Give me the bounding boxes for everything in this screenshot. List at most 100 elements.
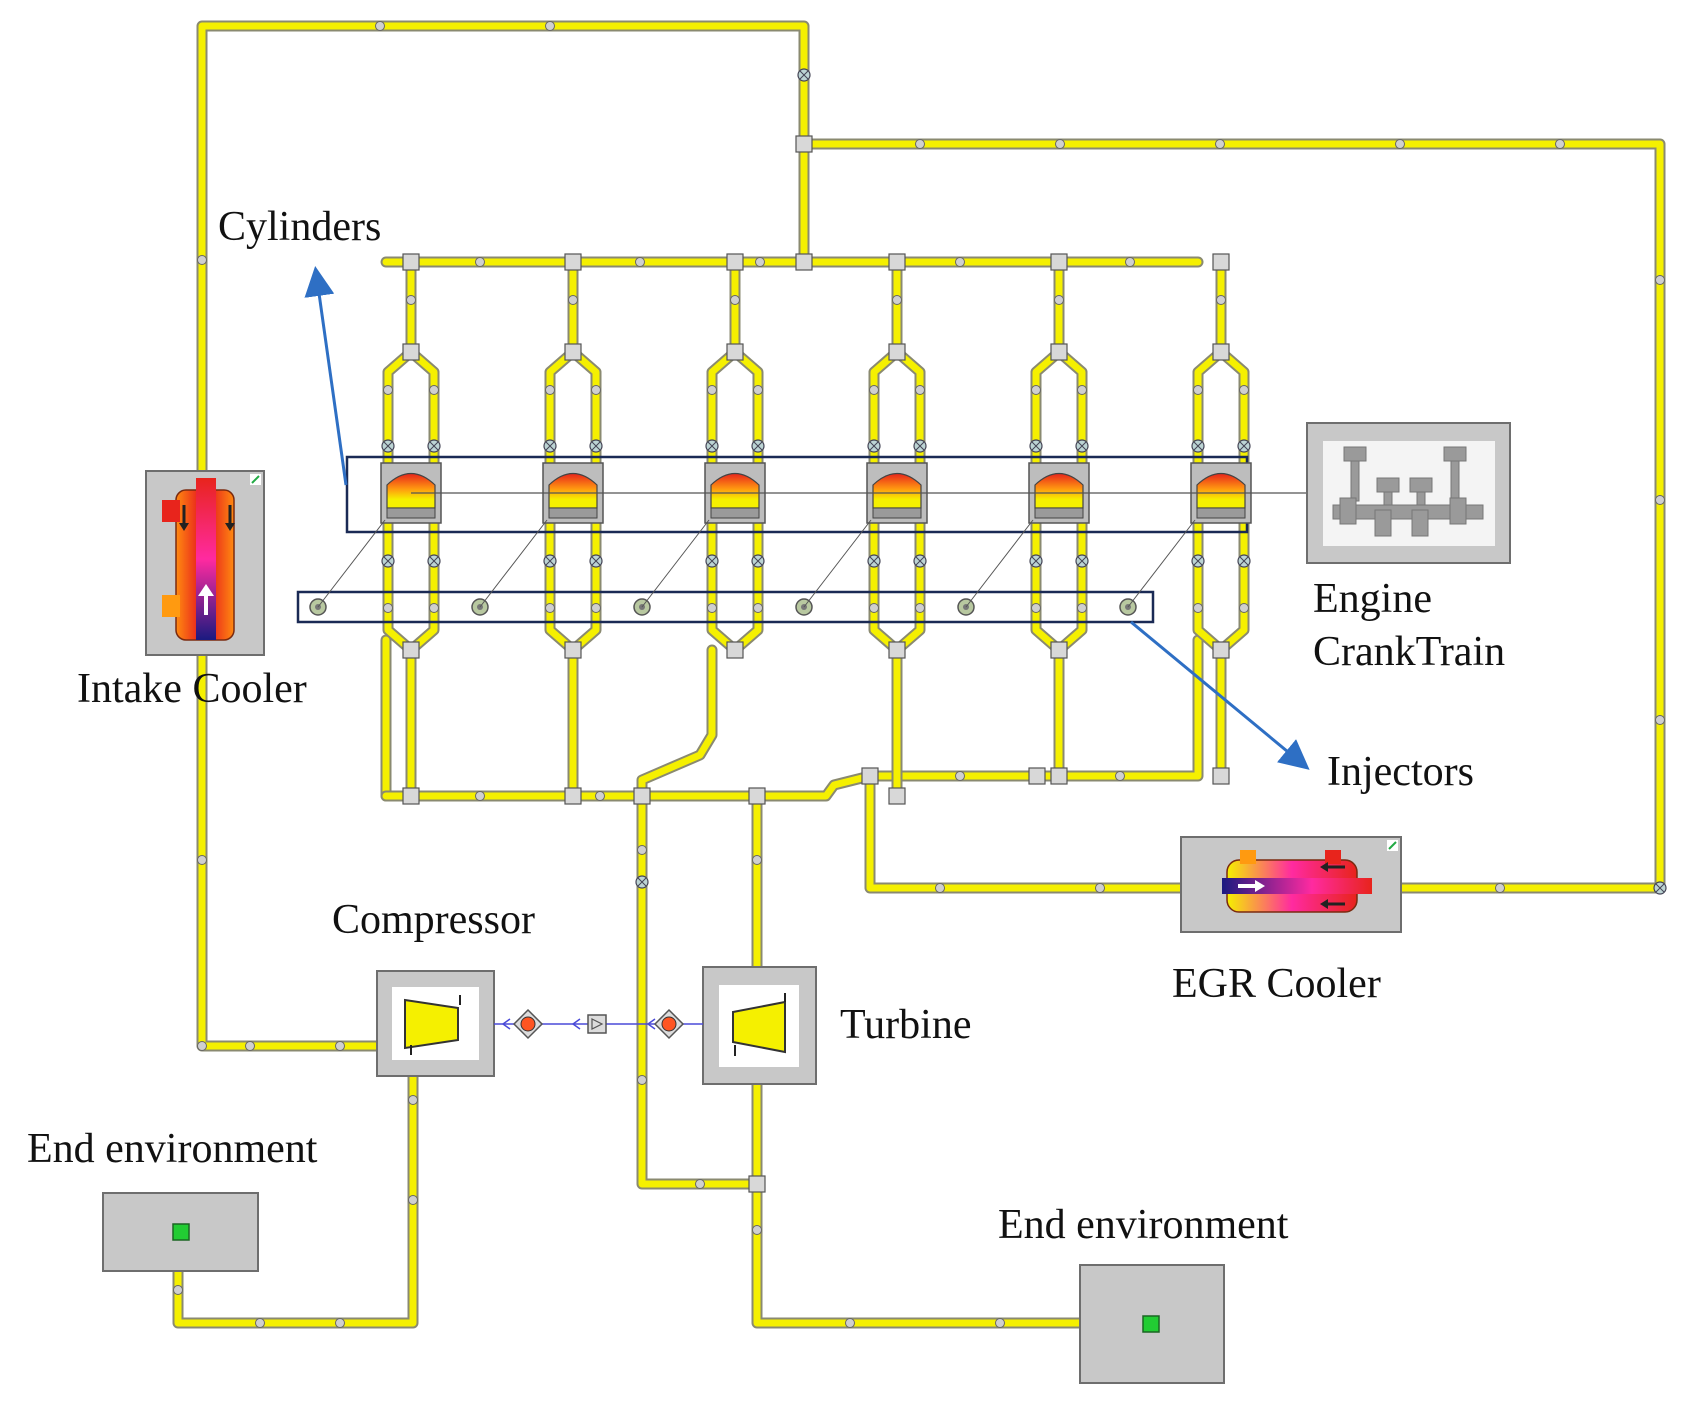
pipe-junction <box>1050 253 1068 271</box>
valve-icon <box>1029 554 1043 568</box>
pipe-joint <box>1215 139 1225 149</box>
pipe-joint <box>1193 603 1203 613</box>
pipe-joint <box>1193 385 1203 395</box>
pipe-joint <box>595 791 605 801</box>
valve-icon <box>427 554 441 568</box>
pipe-joint <box>591 385 601 395</box>
pipe-segment <box>567 346 602 476</box>
pipe-segment <box>567 514 602 656</box>
pipe-joint <box>197 255 207 265</box>
label-cylinders: Cylinders <box>218 204 381 250</box>
pipe-joint <box>475 257 485 267</box>
pipe-junction <box>1050 641 1068 659</box>
pipe-joint <box>1031 385 1041 395</box>
pipe-joint <box>1077 603 1087 613</box>
pipe-joint <box>707 603 717 613</box>
end-environment-left[interactable] <box>102 1192 259 1272</box>
valve-icon <box>635 875 649 889</box>
egr-cooler[interactable] <box>1180 836 1402 933</box>
valve-icon <box>1237 439 1251 453</box>
pipe-joint <box>1555 139 1565 149</box>
pipe-joint <box>637 1075 647 1085</box>
pipe-segment <box>636 644 718 802</box>
pipe-junction <box>748 787 766 805</box>
shaft-link-icon[interactable] <box>587 1014 607 1034</box>
pipe-joint <box>173 1285 183 1295</box>
pipe-segment <box>1030 346 1065 476</box>
injector-link <box>641 519 710 608</box>
pipe-joint <box>730 295 740 305</box>
pipe-segment <box>1215 346 1250 476</box>
pipe-joint <box>335 1318 345 1328</box>
turbine[interactable] <box>702 966 817 1085</box>
pipe-joint <box>637 845 647 855</box>
valve-icon <box>867 439 881 453</box>
pipe-junction <box>795 253 813 271</box>
valve-icon <box>543 554 557 568</box>
pipe-segment <box>1192 346 1227 476</box>
label-injectors: Injectors <box>1327 749 1474 795</box>
compressor[interactable] <box>376 970 495 1077</box>
pipe-joint <box>752 1225 762 1235</box>
pipe-junction <box>726 253 744 271</box>
pipe-joint <box>1095 883 1105 893</box>
valve-icon <box>543 439 557 453</box>
pipe-segment <box>706 514 741 656</box>
pipe-joint <box>755 257 765 267</box>
label-end-environment-left: End environment <box>27 1126 318 1172</box>
pipe-junction <box>888 641 906 659</box>
injector-link <box>965 519 1034 608</box>
pipe-joint <box>753 385 763 395</box>
pipe-joint <box>935 883 945 893</box>
pipe-segment <box>1053 346 1088 476</box>
pipe-joint <box>915 139 925 149</box>
end-environment-right[interactable] <box>1079 1264 1225 1384</box>
pipe-joint <box>1655 495 1665 505</box>
shaft-sensor-icon[interactable] <box>512 1008 544 1040</box>
pipe-joint <box>707 385 717 395</box>
pipe-junction <box>564 253 582 271</box>
pipe-joint <box>197 1041 207 1051</box>
pipe-joint <box>568 295 578 305</box>
pipe-joint <box>1055 139 1065 149</box>
valve-icon <box>1075 554 1089 568</box>
pipe-junction <box>402 787 420 805</box>
pipe-joint <box>406 295 416 305</box>
pipe-segment <box>382 346 417 476</box>
valve-icon <box>1075 439 1089 453</box>
valve-icon <box>913 554 927 568</box>
valve-icon <box>705 554 719 568</box>
pipe-joint <box>545 21 555 31</box>
pipe-joint <box>1395 139 1405 149</box>
pipe-joint <box>1239 603 1249 613</box>
pipe-junction <box>1028 767 1046 785</box>
pipe-segment <box>729 346 764 476</box>
valve-icon <box>589 554 603 568</box>
pipe-segment <box>1053 514 1088 656</box>
pipe-segment <box>405 346 440 476</box>
pipe-joint <box>545 385 555 395</box>
valve-icon <box>381 554 395 568</box>
cylinders-highlight-box <box>345 455 1249 534</box>
pipe-joint <box>408 1195 418 1205</box>
valve-icon <box>867 554 881 568</box>
pipe-network <box>172 20 1667 1329</box>
shaft-sensor-icon[interactable] <box>653 1008 685 1040</box>
pipe-segment <box>382 514 417 656</box>
pipe-segment <box>1030 514 1065 656</box>
pipe-segment <box>1192 514 1227 656</box>
intake-cooler[interactable] <box>145 470 265 656</box>
pipe-joint <box>1115 771 1125 781</box>
pipe-joint <box>955 257 965 267</box>
injectors-highlight-box <box>296 590 1155 624</box>
engine-cranktrain[interactable] <box>1306 422 1511 564</box>
pipe-segment <box>751 1078 1086 1329</box>
label-end-environment-right: End environment <box>998 1202 1289 1248</box>
pipe-segment <box>636 790 763 1190</box>
pipe-joint <box>1125 257 1135 267</box>
pipe-joint <box>383 603 393 613</box>
pipe-junction <box>564 641 582 659</box>
label-compressor: Compressor <box>332 897 535 943</box>
valve-icon <box>751 554 765 568</box>
